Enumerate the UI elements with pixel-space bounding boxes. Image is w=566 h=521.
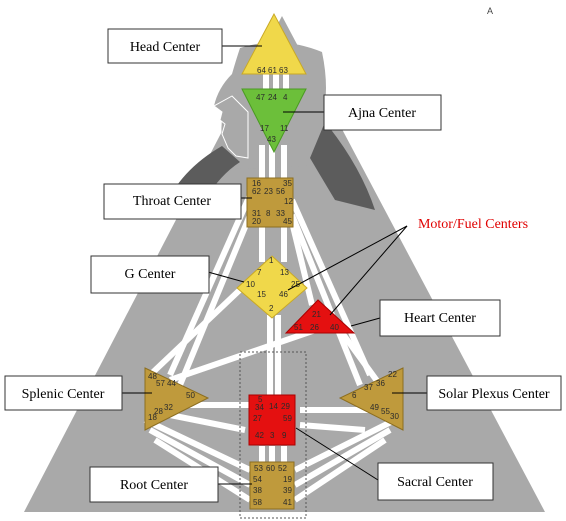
gate-9: 9 [282,431,287,440]
label-sacral-text: Sacral Center [397,475,473,490]
gate-33: 33 [276,209,285,218]
gate-39: 39 [283,486,292,495]
gate-35: 35 [283,179,292,188]
gate-60: 60 [266,464,275,473]
label-throat: Throat Center [103,183,242,220]
gate-59: 59 [283,414,292,423]
gate-8: 8 [266,209,271,218]
gate-2: 2 [269,304,274,313]
gate-21: 21 [312,310,321,319]
gate-13: 13 [280,268,289,277]
gate-41: 41 [283,498,292,507]
gate-23: 23 [264,187,273,196]
label-solar: Solar Plexus Center [426,375,562,411]
gate-31: 31 [252,209,261,218]
gate-15: 15 [257,290,266,299]
splenic-center [144,367,210,431]
label-root: Root Center [89,466,219,503]
label-throat-text: Throat Center [133,194,211,209]
gate-48: 48 [148,372,157,381]
gate-64: 64 [257,66,266,75]
gate-57: 57 [156,379,165,388]
label-solar-text: Solar Plexus Center [438,387,550,402]
gate-26: 26 [310,323,319,332]
label-ajna: Ajna Center [323,94,442,131]
gate-4: 4 [283,93,288,102]
root-center [249,461,295,510]
gate-49: 49 [370,403,379,412]
corner-mark: A [487,6,493,16]
gate-44: 44 [167,379,176,388]
gate-11: 11 [280,124,289,133]
gate-32: 32 [164,403,173,412]
gate-50: 50 [186,391,195,400]
ajna-center [241,88,307,154]
gate-6: 6 [352,391,357,400]
label-root-text: Root Center [120,478,188,493]
gate-61: 61 [268,66,277,75]
gate-7: 7 [257,268,262,277]
gate-54: 54 [253,475,262,484]
gate-56: 56 [276,187,285,196]
gate-55: 55 [381,407,390,416]
gate-47: 47 [256,93,265,102]
gate-10: 10 [246,280,255,289]
gate-24: 24 [268,93,277,102]
label-heart: Heart Center [379,299,501,337]
label-head: Head Center [107,28,223,64]
gate-28: 28 [154,407,163,416]
gate-58: 58 [253,498,262,507]
gate-43: 43 [267,135,276,144]
throat-center [246,177,294,228]
label-splenic: Splenic Center [4,375,123,411]
gate-62: 62 [252,187,261,196]
gate-22: 22 [388,370,397,379]
gate-12: 12 [284,197,293,206]
gate-51: 51 [294,323,303,332]
solar-plexus-center [338,367,404,431]
gate-16: 16 [252,179,261,188]
leader-lines [122,45,427,485]
gate-45: 45 [283,217,292,226]
label-splenic-text: Splenic Center [22,387,105,402]
sacral-root-outline [239,351,307,519]
gate-30: 30 [390,412,399,421]
gate-29: 29 [281,402,290,411]
label-motor-text: Motor/Fuel Centers [418,217,528,232]
gate-20: 20 [252,217,261,226]
gate-34: 34 [255,403,264,412]
gate-46: 46 [279,290,288,299]
label-g: G Center [90,255,210,294]
gate-63: 63 [279,66,288,75]
head-center [241,12,307,75]
sacral-center [248,394,296,446]
label-heart-text: Heart Center [404,311,476,326]
g-center [236,255,308,319]
gate-25: 25 [291,280,300,289]
gate-42: 42 [255,431,264,440]
label-ajna-text: Ajna Center [348,106,416,121]
gate-37: 37 [364,383,373,392]
label-head-text: Head Center [130,40,201,55]
label-g-text: G Center [125,267,176,282]
gate-38: 38 [253,486,262,495]
gate-3: 3 [270,431,275,440]
heart-center [284,299,356,334]
gate-1: 1 [269,256,274,265]
label-sacral: Sacral Center [377,462,494,501]
face-profile [213,95,249,159]
neck-shadow-right [310,122,375,210]
gate-14: 14 [269,402,278,411]
gate-27: 27 [253,414,262,423]
gate-19: 19 [283,475,292,484]
gate-17: 17 [260,124,269,133]
gate-5: 5 [258,395,263,404]
gate-18: 18 [148,413,157,422]
gate-36: 36 [376,379,385,388]
gate-40: 40 [330,323,339,332]
gate-53: 53 [254,464,263,473]
gate-52: 52 [278,464,287,473]
